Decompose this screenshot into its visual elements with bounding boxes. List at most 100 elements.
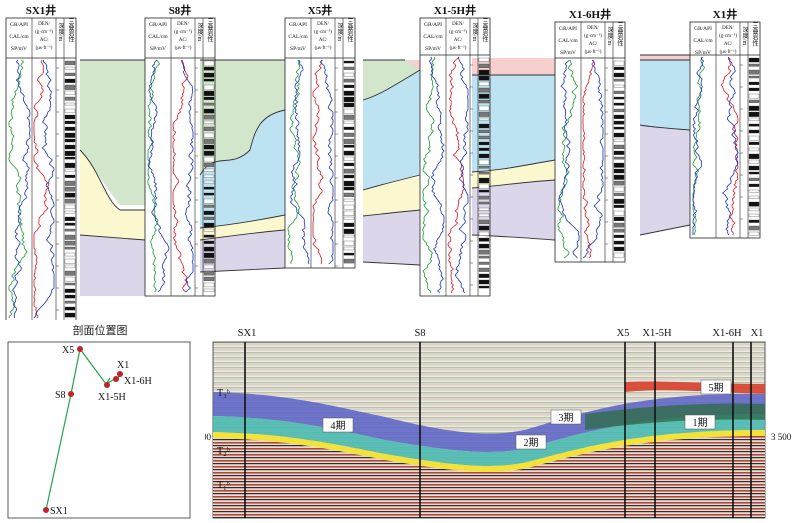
lith-bed bbox=[748, 165, 760, 171]
lith-header: 三叠岩性 bbox=[751, 22, 758, 47]
layer-yellow bbox=[213, 430, 765, 473]
lith-bed bbox=[203, 162, 215, 167]
well-columns: SX1井GR/APICAL/cmSP/mVDEN/(g·cm⁻³)AC/(μs·… bbox=[5, 3, 761, 320]
lith-bed bbox=[64, 132, 76, 138]
lith-bed bbox=[748, 201, 760, 207]
lith-bed bbox=[203, 180, 215, 184]
zone-pink-2 bbox=[472, 58, 555, 75]
period-box-1 bbox=[684, 414, 716, 430]
zone-purple-3 bbox=[363, 210, 420, 265]
lith-bed bbox=[64, 276, 76, 282]
lith-bed bbox=[64, 150, 76, 156]
lith-bed bbox=[748, 141, 760, 145]
lith-bed bbox=[613, 204, 625, 208]
layer-teal bbox=[213, 414, 765, 467]
lith-bed bbox=[748, 195, 760, 199]
curve-header: SP/mV bbox=[290, 46, 306, 52]
lith-bed bbox=[613, 240, 625, 245]
lith-bed bbox=[613, 174, 625, 180]
line-top bbox=[80, 54, 690, 61]
lith-bed bbox=[613, 72, 625, 78]
lith-bed bbox=[203, 114, 215, 120]
lith-header: 三叠岩性 bbox=[67, 18, 74, 43]
depth-header: 深度/m bbox=[741, 26, 748, 45]
lith-bed bbox=[613, 120, 625, 125]
layer-dark-green bbox=[585, 403, 765, 430]
zone-green-x15 bbox=[363, 60, 420, 100]
cal-curve bbox=[289, 59, 310, 265]
lith-bed bbox=[203, 84, 215, 90]
lith-bed bbox=[343, 252, 355, 256]
lith-bed bbox=[343, 132, 355, 137]
lith-bed bbox=[343, 246, 355, 251]
period-box-3 bbox=[550, 409, 582, 425]
lith-bed bbox=[478, 267, 490, 272]
den-curve bbox=[582, 59, 595, 259]
lith-bed bbox=[64, 282, 76, 286]
zone-blue-3 bbox=[363, 70, 420, 190]
lith-bed bbox=[64, 192, 76, 198]
seis-label-x1-6h: X1-6H bbox=[712, 328, 742, 339]
lith-bed bbox=[203, 78, 215, 82]
lith-bed bbox=[343, 198, 355, 202]
lith-bed bbox=[64, 294, 76, 299]
den-header: DEN/ bbox=[452, 22, 464, 27]
lith-bed bbox=[613, 108, 625, 113]
lith-bed bbox=[64, 312, 76, 318]
lith-bed bbox=[613, 144, 625, 150]
lith-bed bbox=[343, 90, 355, 96]
curve-header: GR/API bbox=[559, 26, 577, 32]
lith-bed bbox=[613, 216, 625, 222]
lith-bed bbox=[64, 162, 76, 168]
line-a bbox=[79, 59, 690, 211]
lith-header: 三叠岩性 bbox=[206, 18, 213, 43]
curve-header: GR/API bbox=[10, 22, 28, 28]
lith-bed bbox=[203, 186, 215, 190]
lith-bed bbox=[478, 279, 490, 285]
lith-bed bbox=[478, 219, 490, 224]
cal-curve bbox=[558, 59, 580, 259]
correlation-lines bbox=[79, 54, 691, 273]
lith-bed bbox=[613, 138, 625, 142]
den-header: (g·cm⁻³) bbox=[584, 33, 602, 39]
lith-bed bbox=[478, 111, 490, 117]
den-header: AC/ bbox=[40, 38, 49, 43]
den-curve bbox=[33, 59, 50, 319]
point-s8 bbox=[68, 391, 74, 397]
lith-bed bbox=[478, 195, 490, 200]
lith-bed bbox=[478, 165, 490, 169]
period-box-2 bbox=[515, 434, 547, 450]
lith-bed bbox=[203, 144, 215, 150]
lith-bed bbox=[64, 180, 76, 186]
well-correlation-section: SX1井GR/APICAL/cmSP/mVDEN/(g·cm⁻³)AC/(μs·… bbox=[5, 3, 761, 320]
lith-bed bbox=[203, 246, 215, 252]
ac-curve bbox=[33, 60, 55, 319]
lith-bed bbox=[343, 192, 355, 197]
lith-bed bbox=[613, 150, 625, 155]
lith-bed bbox=[64, 234, 76, 240]
label-x1: X1 bbox=[117, 360, 129, 371]
lith-bed bbox=[478, 225, 490, 231]
label-x1-5h: X1-5H bbox=[98, 392, 126, 403]
seis-label-s8: S8 bbox=[414, 328, 425, 339]
lith-bed bbox=[203, 228, 215, 232]
lith-bed bbox=[203, 216, 215, 220]
lith-bed bbox=[613, 192, 625, 197]
lith-bed bbox=[748, 75, 760, 79]
lith-bed bbox=[343, 168, 355, 174]
lith-bed bbox=[478, 243, 490, 249]
lith-bed bbox=[343, 162, 355, 167]
horizon-t1b: T₁ᵇ bbox=[217, 480, 230, 491]
label-x5: X5 bbox=[62, 345, 74, 356]
seis-label-x5: X5 bbox=[617, 328, 630, 339]
lith-bed bbox=[203, 108, 215, 114]
lith-bed bbox=[203, 138, 215, 144]
den-header: (g·cm⁻³) bbox=[719, 33, 737, 39]
lith-bed bbox=[343, 102, 355, 108]
lith-bed bbox=[748, 135, 760, 141]
curve-header: SP/mV bbox=[560, 50, 576, 56]
lith-bed bbox=[613, 228, 625, 233]
lith-bed bbox=[748, 57, 760, 63]
well-frame bbox=[689, 21, 761, 239]
lith-bed bbox=[343, 228, 355, 234]
